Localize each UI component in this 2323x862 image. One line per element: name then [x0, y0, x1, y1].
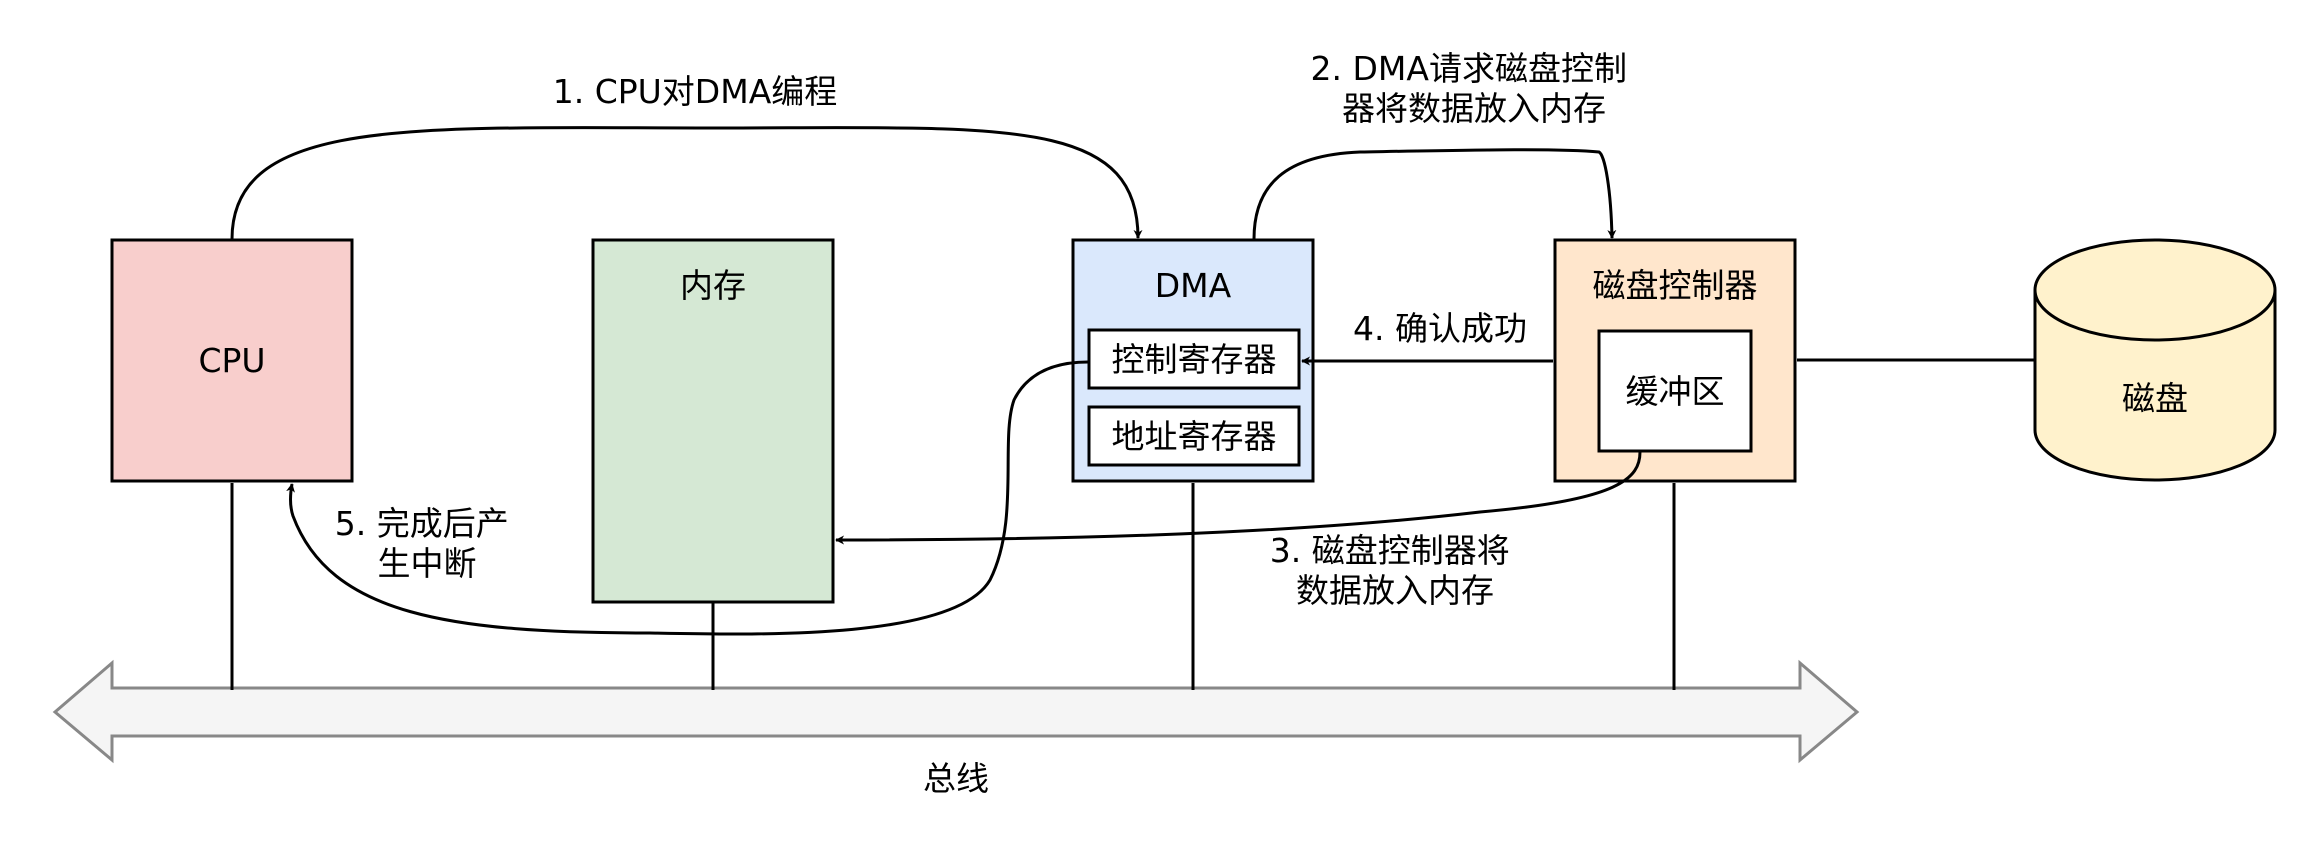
address-register-label: 地址寄存器: [1112, 417, 1277, 456]
step-1-label: 1. CPU对DMA编程: [553, 72, 838, 111]
step-5-label: 5. 完成后产 生中断: [335, 504, 519, 583]
dma-label: DMA: [1155, 266, 1232, 305]
edge-cpu-to-dma: [230, 126, 1143, 240]
address-register-box: [1087, 405, 1301, 467]
edge-dma-to-controller: [1252, 148, 1617, 240]
bus-arrow: [52, 659, 1860, 764]
step-2-label: 2. DMA请求磁盘控制 器将数据放入内存: [1311, 49, 1638, 128]
control-register-box: [1087, 328, 1301, 390]
buffer-box: [1597, 329, 1753, 453]
cpu-box: [110, 238, 354, 483]
edge-dma-to-cpu: [286, 360, 1089, 636]
bus-label: 总线: [923, 759, 989, 798]
control-register-label: 控制寄存器: [1112, 340, 1277, 379]
disk-cylinder: [2033, 238, 2277, 482]
memory-label: 内存: [680, 266, 746, 305]
buffer-label: 缓冲区: [1626, 372, 1725, 411]
disk-controller-label: 磁盘控制器: [1593, 266, 1758, 305]
memory-box: [591, 238, 835, 604]
step-3-label: 3. 磁盘控制器将 数据放入内存: [1270, 531, 1520, 610]
disk-label: 磁盘: [2122, 379, 2188, 418]
step-4-label: 4. 确认成功: [1353, 309, 1527, 348]
edge-buffer-to-memory: [835, 451, 1642, 545]
cpu-label: CPU: [198, 341, 265, 380]
disk-top-rim: [2033, 289, 2277, 342]
